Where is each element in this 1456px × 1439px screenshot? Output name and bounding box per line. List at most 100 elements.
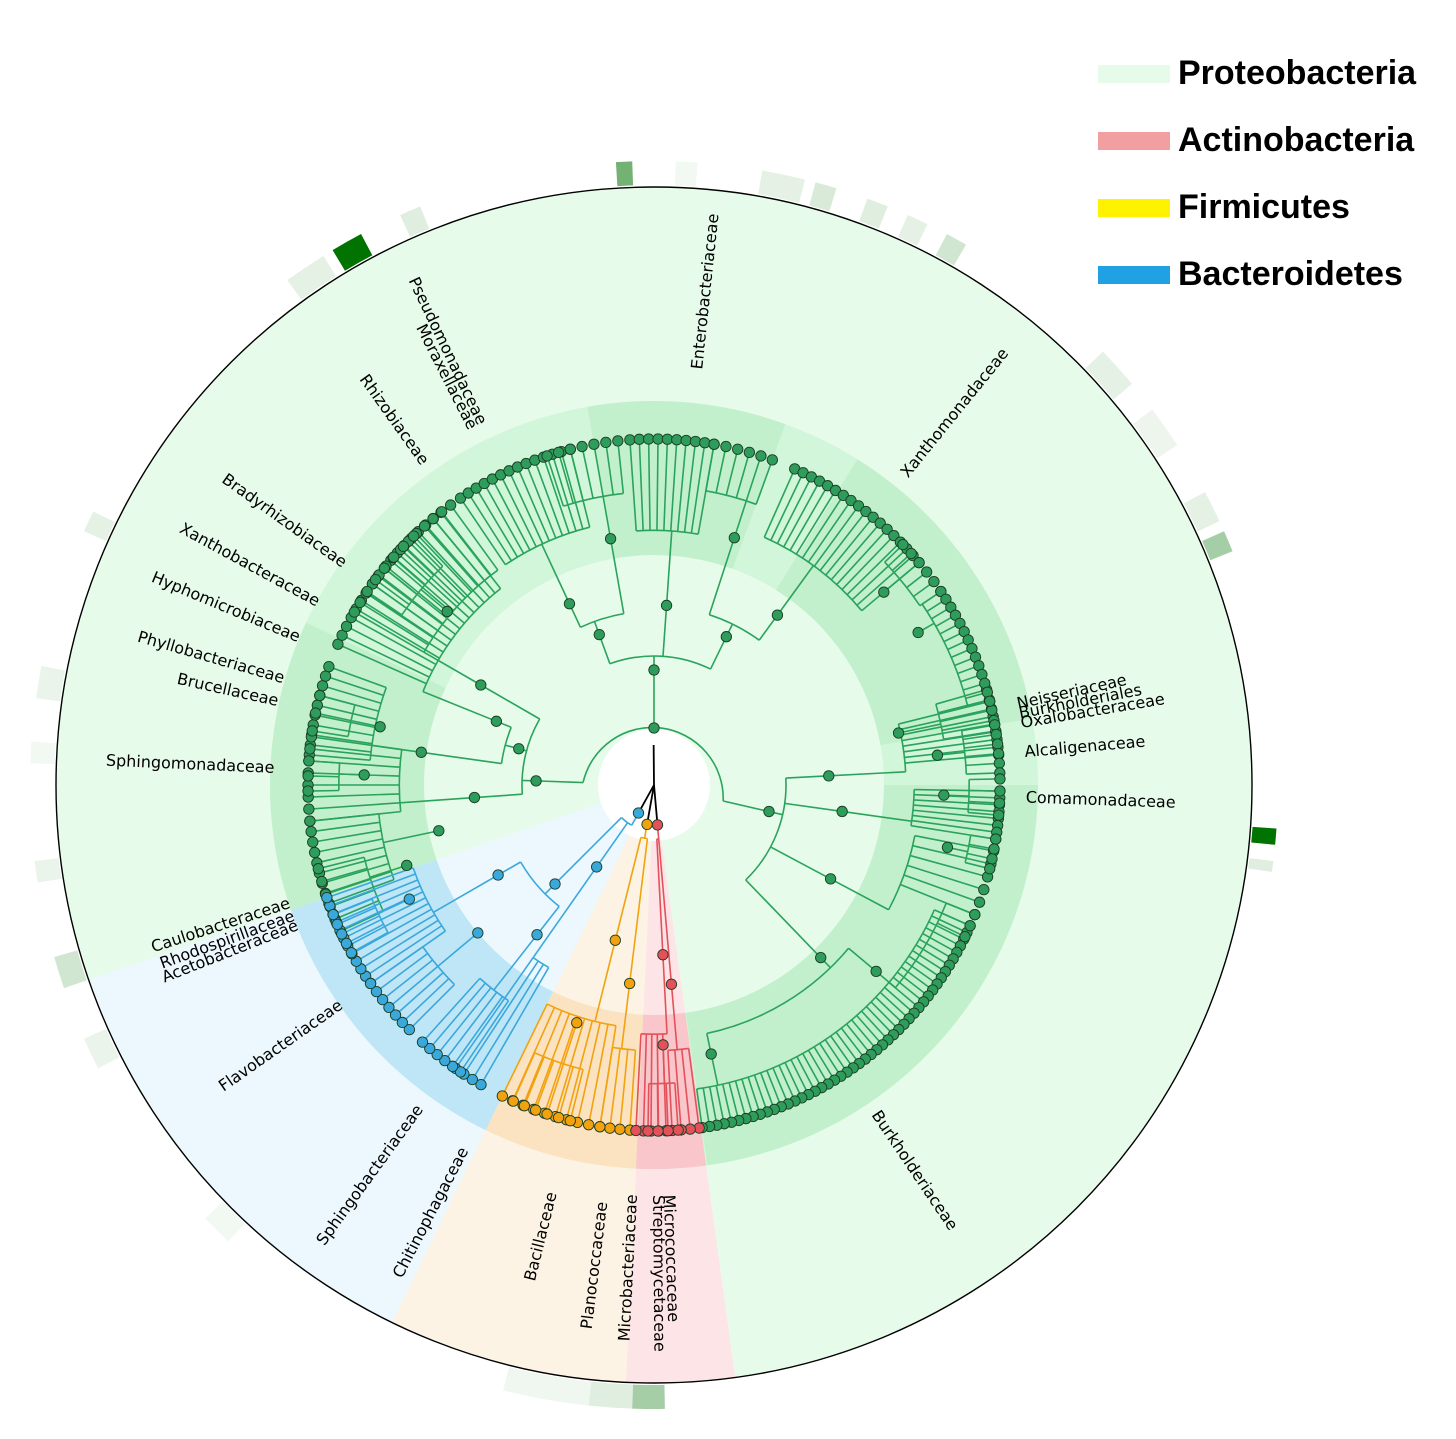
branch: [516, 466, 550, 542]
tree-node: [992, 747, 1005, 760]
tree-node: [383, 1001, 395, 1014]
branch: [650, 1034, 653, 1131]
tree-node: [415, 746, 427, 758]
branch: [449, 504, 499, 571]
branch: [459, 1000, 510, 1073]
tree-node: [699, 437, 711, 449]
branch: [909, 854, 988, 878]
tree-node: [441, 605, 453, 618]
branch: [471, 963, 545, 1080]
tree-node: [340, 620, 353, 632]
tree-node: [403, 893, 415, 905]
tree-node: [472, 927, 484, 939]
branch: [897, 723, 907, 772]
branch: [595, 822, 629, 868]
legend-item-proteobacteria: Proteobacteria: [1098, 40, 1448, 107]
tree-node: [991, 738, 1004, 750]
branch: [325, 878, 371, 895]
tree-node: [331, 918, 343, 931]
branch: [907, 864, 985, 891]
abundance-cell: [83, 1029, 120, 1069]
tree-node: [312, 863, 324, 875]
branch: [557, 452, 574, 504]
branch: [912, 814, 998, 827]
tree-node: [743, 446, 756, 459]
branch: [336, 906, 376, 926]
tree-node: [989, 719, 1001, 731]
tree-node: [990, 728, 1002, 741]
branch: [709, 614, 760, 641]
tree-node: [973, 896, 986, 908]
branch: [336, 885, 421, 923]
branch: [735, 452, 751, 499]
branch: [836, 528, 888, 586]
branch: [382, 959, 434, 1001]
branch: [519, 861, 560, 907]
branch: [928, 921, 965, 940]
branch: [551, 454, 577, 532]
sector-bacteroidetes: [88, 785, 654, 1323]
branch: [316, 846, 385, 864]
branch: [901, 723, 995, 742]
tree-node: [590, 861, 603, 873]
branch: [560, 451, 584, 530]
tree-node: [935, 585, 947, 598]
branch: [480, 967, 550, 1086]
branch: [328, 665, 387, 689]
branch: [899, 708, 992, 731]
branch: [365, 925, 443, 977]
branch: [554, 816, 623, 885]
legend-label: Actinobacteria: [1178, 121, 1415, 159]
branch: [402, 545, 435, 576]
branch: [401, 978, 450, 1024]
branch: [420, 588, 448, 613]
branch: [347, 704, 356, 737]
branch: [359, 601, 429, 646]
tree-node: [475, 679, 487, 691]
branch: [784, 1062, 803, 1099]
branch: [422, 690, 497, 723]
branch: [656, 439, 659, 531]
branch: [576, 1022, 601, 1123]
tree-node: [648, 664, 660, 676]
branch: [308, 793, 400, 798]
branch: [647, 1083, 650, 1131]
tree-node: [336, 928, 348, 940]
branch: [908, 955, 942, 979]
branch: [311, 734, 373, 745]
tree-node: [364, 977, 377, 990]
tree-node: [612, 435, 624, 447]
branch: [851, 1019, 878, 1051]
branch: [375, 952, 429, 993]
abundance-cell: [898, 214, 928, 246]
legend-swatch: [1098, 64, 1170, 83]
branch: [467, 492, 513, 562]
branch: [421, 977, 481, 1043]
branch: [943, 730, 996, 740]
tree-node: [588, 438, 600, 450]
branch: [346, 625, 433, 672]
branch: [500, 727, 512, 764]
tree-node: [878, 586, 890, 598]
tree-node: [582, 1119, 595, 1131]
branch: [636, 529, 699, 535]
legend-item-firmicutes: Firmicutes: [1098, 174, 1448, 241]
abundance-cell: [205, 1201, 245, 1242]
branch: [628, 838, 649, 984]
branch: [536, 780, 584, 784]
branch: [702, 1087, 711, 1127]
tree-node: [541, 1108, 553, 1120]
branch: [715, 1085, 725, 1124]
abundance-cell: [674, 161, 698, 187]
tree-node: [912, 626, 924, 639]
tree-node: [732, 443, 744, 455]
branch: [522, 1010, 563, 1106]
branch: [653, 784, 659, 825]
branch: [894, 902, 947, 989]
tree-node: [564, 1115, 576, 1127]
branch: [508, 470, 544, 545]
branch: [540, 543, 571, 605]
branch: [609, 538, 625, 614]
branch: [846, 541, 901, 596]
abundance-cell: [1133, 409, 1178, 459]
